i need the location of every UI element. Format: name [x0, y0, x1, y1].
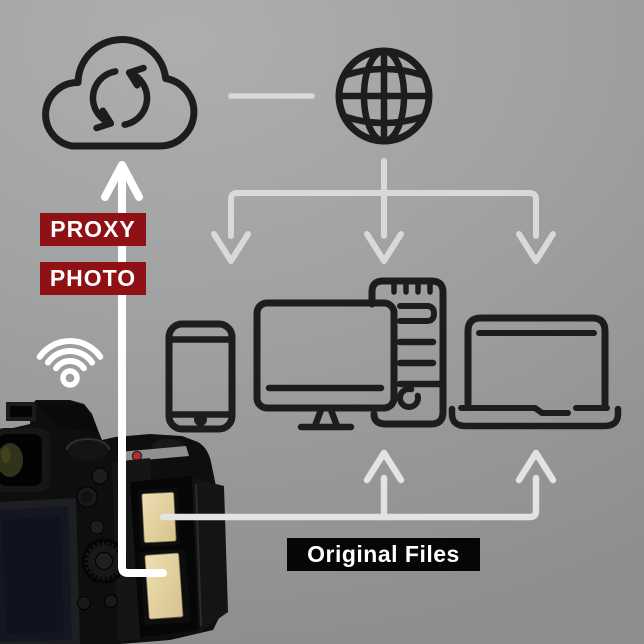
monitor-icon — [253, 299, 398, 431]
down-arrowhead-right — [516, 231, 556, 264]
up-arrowhead-cloud — [101, 161, 143, 201]
globe-icon — [335, 47, 433, 145]
camera-button — [104, 594, 118, 608]
camera-photo — [0, 400, 228, 644]
proxy-badge: PROXY — [40, 213, 146, 246]
up-arrowhead-middle — [363, 449, 405, 484]
photo-badge: PHOTO — [40, 262, 146, 295]
distribution-arrows — [211, 158, 556, 264]
down-arrowhead-middle — [364, 231, 404, 264]
down-arrowhead-left — [211, 231, 251, 264]
wifi-icon — [36, 338, 104, 388]
proxy-upload-arrow — [101, 161, 167, 577]
sd-card-lower — [144, 552, 184, 620]
up-arrowhead-right — [515, 449, 557, 484]
sync-arrowhead-bottom — [93, 107, 115, 132]
camera-button — [91, 467, 109, 485]
laptop-icon — [448, 314, 622, 430]
rear-dial — [67, 439, 109, 461]
camera-button — [77, 596, 91, 610]
power-button-icon — [397, 386, 421, 410]
original-files-arrows — [159, 449, 557, 521]
sync-arrowhead-top — [125, 64, 147, 89]
camera-button — [89, 519, 105, 535]
pc-tower-icon — [368, 277, 447, 428]
original-files-badge: Original Files — [287, 538, 480, 571]
cloud-sync-icon — [42, 36, 198, 150]
evf-hump — [36, 402, 98, 432]
home-button-dot — [194, 413, 207, 426]
smartphone-icon — [165, 320, 236, 433]
